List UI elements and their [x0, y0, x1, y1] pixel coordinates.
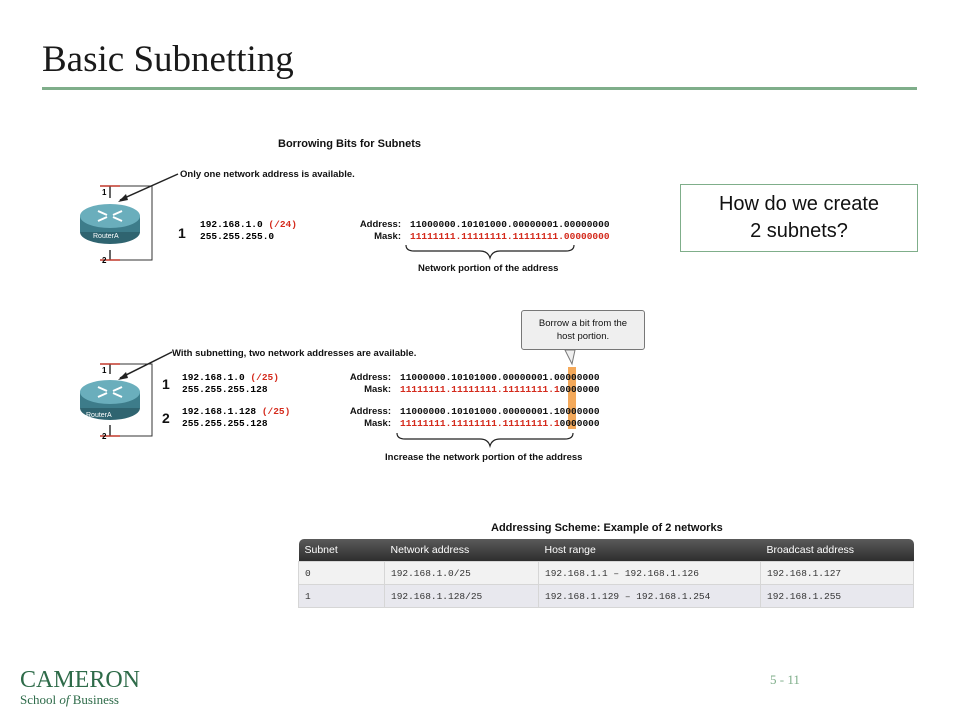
- brace-caption: Network portion of the address: [418, 263, 559, 274]
- table-cell: 1: [298, 584, 385, 608]
- table-cell: 192.168.1.255: [760, 584, 914, 608]
- slide-title: Basic Subnetting: [42, 39, 294, 80]
- table-cell: 0: [298, 561, 385, 585]
- column-header: Network address: [384, 539, 539, 562]
- subnet-address: 192.168.1.0 (/25): [182, 372, 279, 383]
- brace: [396, 432, 574, 449]
- mask-bits: 11111111.11111111.11111111.10000000: [400, 384, 600, 395]
- interface-label: 1: [102, 366, 107, 375]
- figure1-title: Borrowing Bits for Subnets: [278, 138, 421, 150]
- network-mask: 255.255.255.0: [200, 231, 275, 242]
- subnet-number: 1: [162, 376, 170, 392]
- logo-subtitle: School of Business: [20, 692, 119, 707]
- column-header: Subnet: [298, 539, 385, 562]
- subnet-mask: 255.255.255.128: [182, 384, 268, 395]
- borrowed-bit-highlight: [568, 367, 576, 429]
- brace-caption: Increase the network portion of the addr…: [385, 452, 583, 463]
- mask-label: Mask:: [374, 231, 401, 242]
- address-label: Address:: [349, 406, 391, 417]
- logo-wordmark: CAMERON: [20, 667, 141, 693]
- figure1-note: Only one network address is available.: [180, 169, 355, 180]
- scheme-title: Addressing Scheme: Example of 2 networks: [491, 522, 723, 534]
- address-bits: 11000000.10101000.00000001.10000000: [400, 406, 600, 417]
- address-label: Address:: [349, 372, 391, 383]
- subnet-mask: 255.255.255.128: [182, 418, 268, 429]
- borrow-callout: Borrow a bit from the host portion.: [521, 310, 645, 350]
- addressing-table: Subnet Network address Host range Broadc…: [298, 539, 914, 608]
- router-label: RouterA: [93, 233, 119, 240]
- title-underline: [42, 87, 917, 90]
- network-number: 1: [178, 225, 186, 241]
- brace: [405, 244, 575, 261]
- table-row: 0 192.168.1.0/25 192.168.1.1 – 192.168.1…: [298, 561, 914, 585]
- page-number: 5 - 11: [770, 672, 800, 687]
- mask-label: Mask:: [364, 418, 391, 429]
- router-label: RouterA: [86, 412, 112, 419]
- address-bits: 11000000.10101000.00000001.00000000: [400, 372, 600, 383]
- network-address: 192.168.1.0 (/24): [200, 219, 297, 230]
- interface-label: 1: [102, 188, 107, 197]
- address-label: Address:: [359, 219, 401, 230]
- mask-bits: 11111111.11111111.11111111.10000000: [400, 418, 600, 429]
- table-cell: 192.168.1.129 – 192.168.1.254: [538, 584, 761, 608]
- interface-label: 2: [102, 432, 107, 441]
- question-callout: How do we create 2 subnets?: [680, 184, 918, 252]
- table-cell: 192.168.1.128/25: [384, 584, 539, 608]
- callout-pointer: [564, 350, 576, 366]
- column-header: Broadcast address: [760, 539, 914, 562]
- table-cell: 192.168.1.1 – 192.168.1.126: [538, 561, 761, 585]
- interface-label: 2: [102, 256, 107, 265]
- column-header: Host range: [538, 539, 761, 562]
- mask-label: Mask:: [364, 384, 391, 395]
- address-bits: 11000000.10101000.00000001.00000000: [410, 219, 610, 230]
- table-row: 1 192.168.1.128/25 192.168.1.129 – 192.1…: [298, 584, 914, 608]
- subnet-address: 192.168.1.128 (/25): [182, 406, 291, 417]
- table-cell: 192.168.1.0/25: [384, 561, 539, 585]
- table-cell: 192.168.1.127: [760, 561, 914, 585]
- mask-bits: 11111111.11111111.11111111.00000000: [410, 231, 610, 242]
- subnet-number: 2: [162, 410, 170, 426]
- figure1-diagram: [80, 173, 179, 261]
- figure2-diagram: [80, 351, 173, 437]
- figure2-note: With subnetting, two network addresses a…: [172, 348, 417, 359]
